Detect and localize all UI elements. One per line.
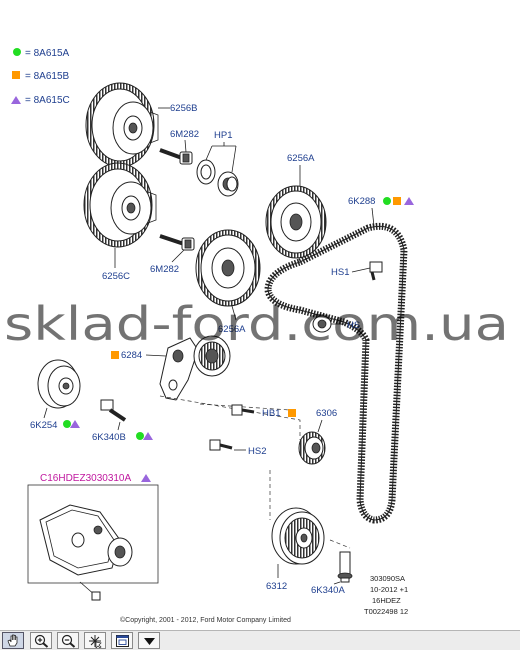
label-6284: 6284 bbox=[121, 350, 142, 361]
zoom-out-icon bbox=[61, 634, 76, 648]
pulley-green-circle-icon bbox=[63, 420, 71, 428]
zoom-in-icon bbox=[34, 634, 49, 648]
fit-window-icon bbox=[116, 635, 129, 647]
bolt-hs1 bbox=[369, 261, 383, 281]
label-6m282-upper: 6M282 bbox=[170, 129, 199, 140]
hb1-orange-square-icon bbox=[288, 409, 296, 417]
legend-text-b: = 8A615B bbox=[25, 71, 70, 82]
belt-orange-square-icon bbox=[393, 197, 401, 205]
fit-window-button[interactable] bbox=[111, 632, 133, 649]
label-6312: 6312 bbox=[266, 581, 287, 592]
cursor-star-icon bbox=[89, 635, 102, 648]
crankshaft-sprocket-6306 bbox=[298, 431, 326, 465]
bolt-green-circle-icon bbox=[136, 432, 144, 440]
label-6m282-lower: 6M282 bbox=[150, 264, 179, 275]
copyright-text: ©Copyright, 2001 - 2012, Ford Motor Comp… bbox=[120, 616, 291, 624]
label-hp1: HP1 bbox=[214, 130, 232, 141]
label-6k340b: 6K340B bbox=[92, 432, 126, 443]
triangle-down-icon bbox=[144, 638, 155, 645]
label-6256a-mid: 6256A bbox=[218, 324, 246, 335]
label-6k254: 6K254 bbox=[30, 420, 57, 431]
label-6k288: 6K288 bbox=[348, 196, 375, 207]
legend-text-a: = 8A615A bbox=[25, 48, 70, 59]
legend-text-c: = 8A615C bbox=[25, 95, 70, 106]
bolt-6k340a bbox=[337, 551, 353, 583]
reference-line-2: 10-2012 +1 bbox=[370, 585, 408, 594]
parts-diagram: = 8A615A = 8A615B = 8A615C 6256B 6256C 6… bbox=[4, 48, 509, 624]
zoom-in-button[interactable] bbox=[30, 632, 52, 649]
tensioner-orange-square-icon bbox=[111, 351, 119, 359]
reference-line-4: T0022498 12 bbox=[364, 607, 408, 616]
crankshaft-pulley-6312 bbox=[271, 507, 325, 565]
label-hs1: HS1 bbox=[331, 267, 349, 278]
watermark-text: sklad-ford.com.ua bbox=[4, 297, 509, 351]
select-tool-button[interactable] bbox=[84, 632, 106, 649]
label-hs2: HS2 bbox=[248, 446, 266, 457]
label-6256b: 6256B bbox=[170, 103, 197, 114]
nut-hs bbox=[312, 315, 332, 333]
legend-orange-square-icon bbox=[12, 71, 20, 79]
legend-green-circle-icon bbox=[13, 48, 21, 56]
label-hb1: HB1 bbox=[262, 408, 280, 419]
label-6306: 6306 bbox=[316, 408, 337, 419]
camshaft-sprocket-lower bbox=[83, 162, 157, 248]
tensioner-6284 bbox=[159, 335, 231, 401]
label-6256a-top: 6256A bbox=[287, 153, 315, 164]
legend: = 8A615A = 8A615B = 8A615C bbox=[11, 48, 70, 106]
bolt-6m282-upper bbox=[159, 148, 193, 165]
zoom-out-button[interactable] bbox=[57, 632, 79, 649]
water-pump-inset bbox=[27, 484, 159, 601]
engine-code-label: C16HDEZ3030310A bbox=[40, 473, 131, 484]
hand-icon bbox=[7, 634, 18, 647]
timing-belt-6k288 bbox=[264, 222, 408, 524]
belt-green-circle-icon bbox=[383, 197, 391, 205]
reference-line-3: 16HDEZ bbox=[372, 596, 401, 605]
bolt-6k340b bbox=[100, 399, 127, 422]
bolt-hb1 bbox=[231, 404, 255, 416]
camshaft-sprocket-upper bbox=[85, 82, 159, 168]
label-hs: HS bbox=[347, 320, 360, 331]
pulley-purple-triangle-icon bbox=[70, 420, 80, 428]
camshaft-sprocket-middle bbox=[195, 229, 261, 307]
viewer-toolbar bbox=[0, 630, 520, 650]
menu-dropdown-button[interactable] bbox=[138, 632, 160, 649]
washer-seal-hp1 bbox=[196, 159, 239, 197]
pan-tool-button[interactable] bbox=[2, 632, 24, 649]
bolt-purple-triangle-icon bbox=[143, 432, 153, 440]
reference-line-1: 303090SA bbox=[370, 574, 405, 583]
engine-code-purple-triangle-icon bbox=[141, 474, 151, 482]
bolt-hs2 bbox=[209, 439, 233, 451]
belt-purple-triangle-icon bbox=[404, 197, 414, 205]
reference-block: 303090SA 10-2012 +1 16HDEZ T0022498 12 bbox=[364, 574, 408, 616]
label-6k340a: 6K340A bbox=[311, 585, 345, 596]
camshaft-sprocket-right bbox=[265, 185, 327, 259]
idler-pulley-6k254 bbox=[37, 359, 81, 409]
legend-purple-triangle-icon bbox=[11, 96, 21, 104]
label-6256c: 6256C bbox=[102, 271, 130, 282]
bolt-6m282-lower bbox=[159, 234, 195, 251]
